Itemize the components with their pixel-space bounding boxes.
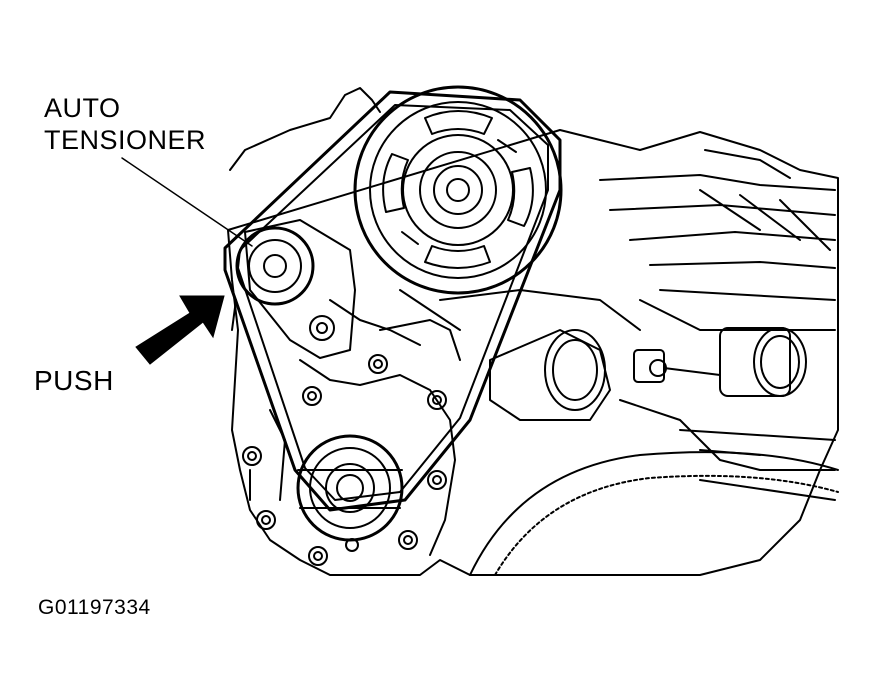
engine-block-outline <box>228 88 838 575</box>
figure-code: G01197334 <box>38 596 151 619</box>
engine-lower-details <box>440 290 835 500</box>
housing-bolts <box>243 355 446 565</box>
auto-tensioner-label-line1: AUTO <box>44 93 121 123</box>
thermostat-housing <box>490 330 610 420</box>
drive-belt-inner <box>238 105 548 500</box>
auto-tensioner-label-line2: TENSIONER <box>44 125 207 155</box>
tensioner-leader-line <box>122 158 252 246</box>
housing-details <box>232 290 460 555</box>
coolant-outlet <box>720 328 806 396</box>
push-label: PUSH <box>34 365 114 396</box>
water-pump-pulley <box>298 436 402 540</box>
flywheel-arc-inner <box>495 476 838 575</box>
auto-tensioner <box>237 220 355 358</box>
flywheel-arc <box>470 452 838 575</box>
push-arrow-icon <box>136 296 224 364</box>
stud <box>634 350 720 382</box>
alternator-pulley <box>355 87 561 293</box>
drive-belt-outer <box>225 92 560 510</box>
engine-ribs <box>600 150 835 330</box>
